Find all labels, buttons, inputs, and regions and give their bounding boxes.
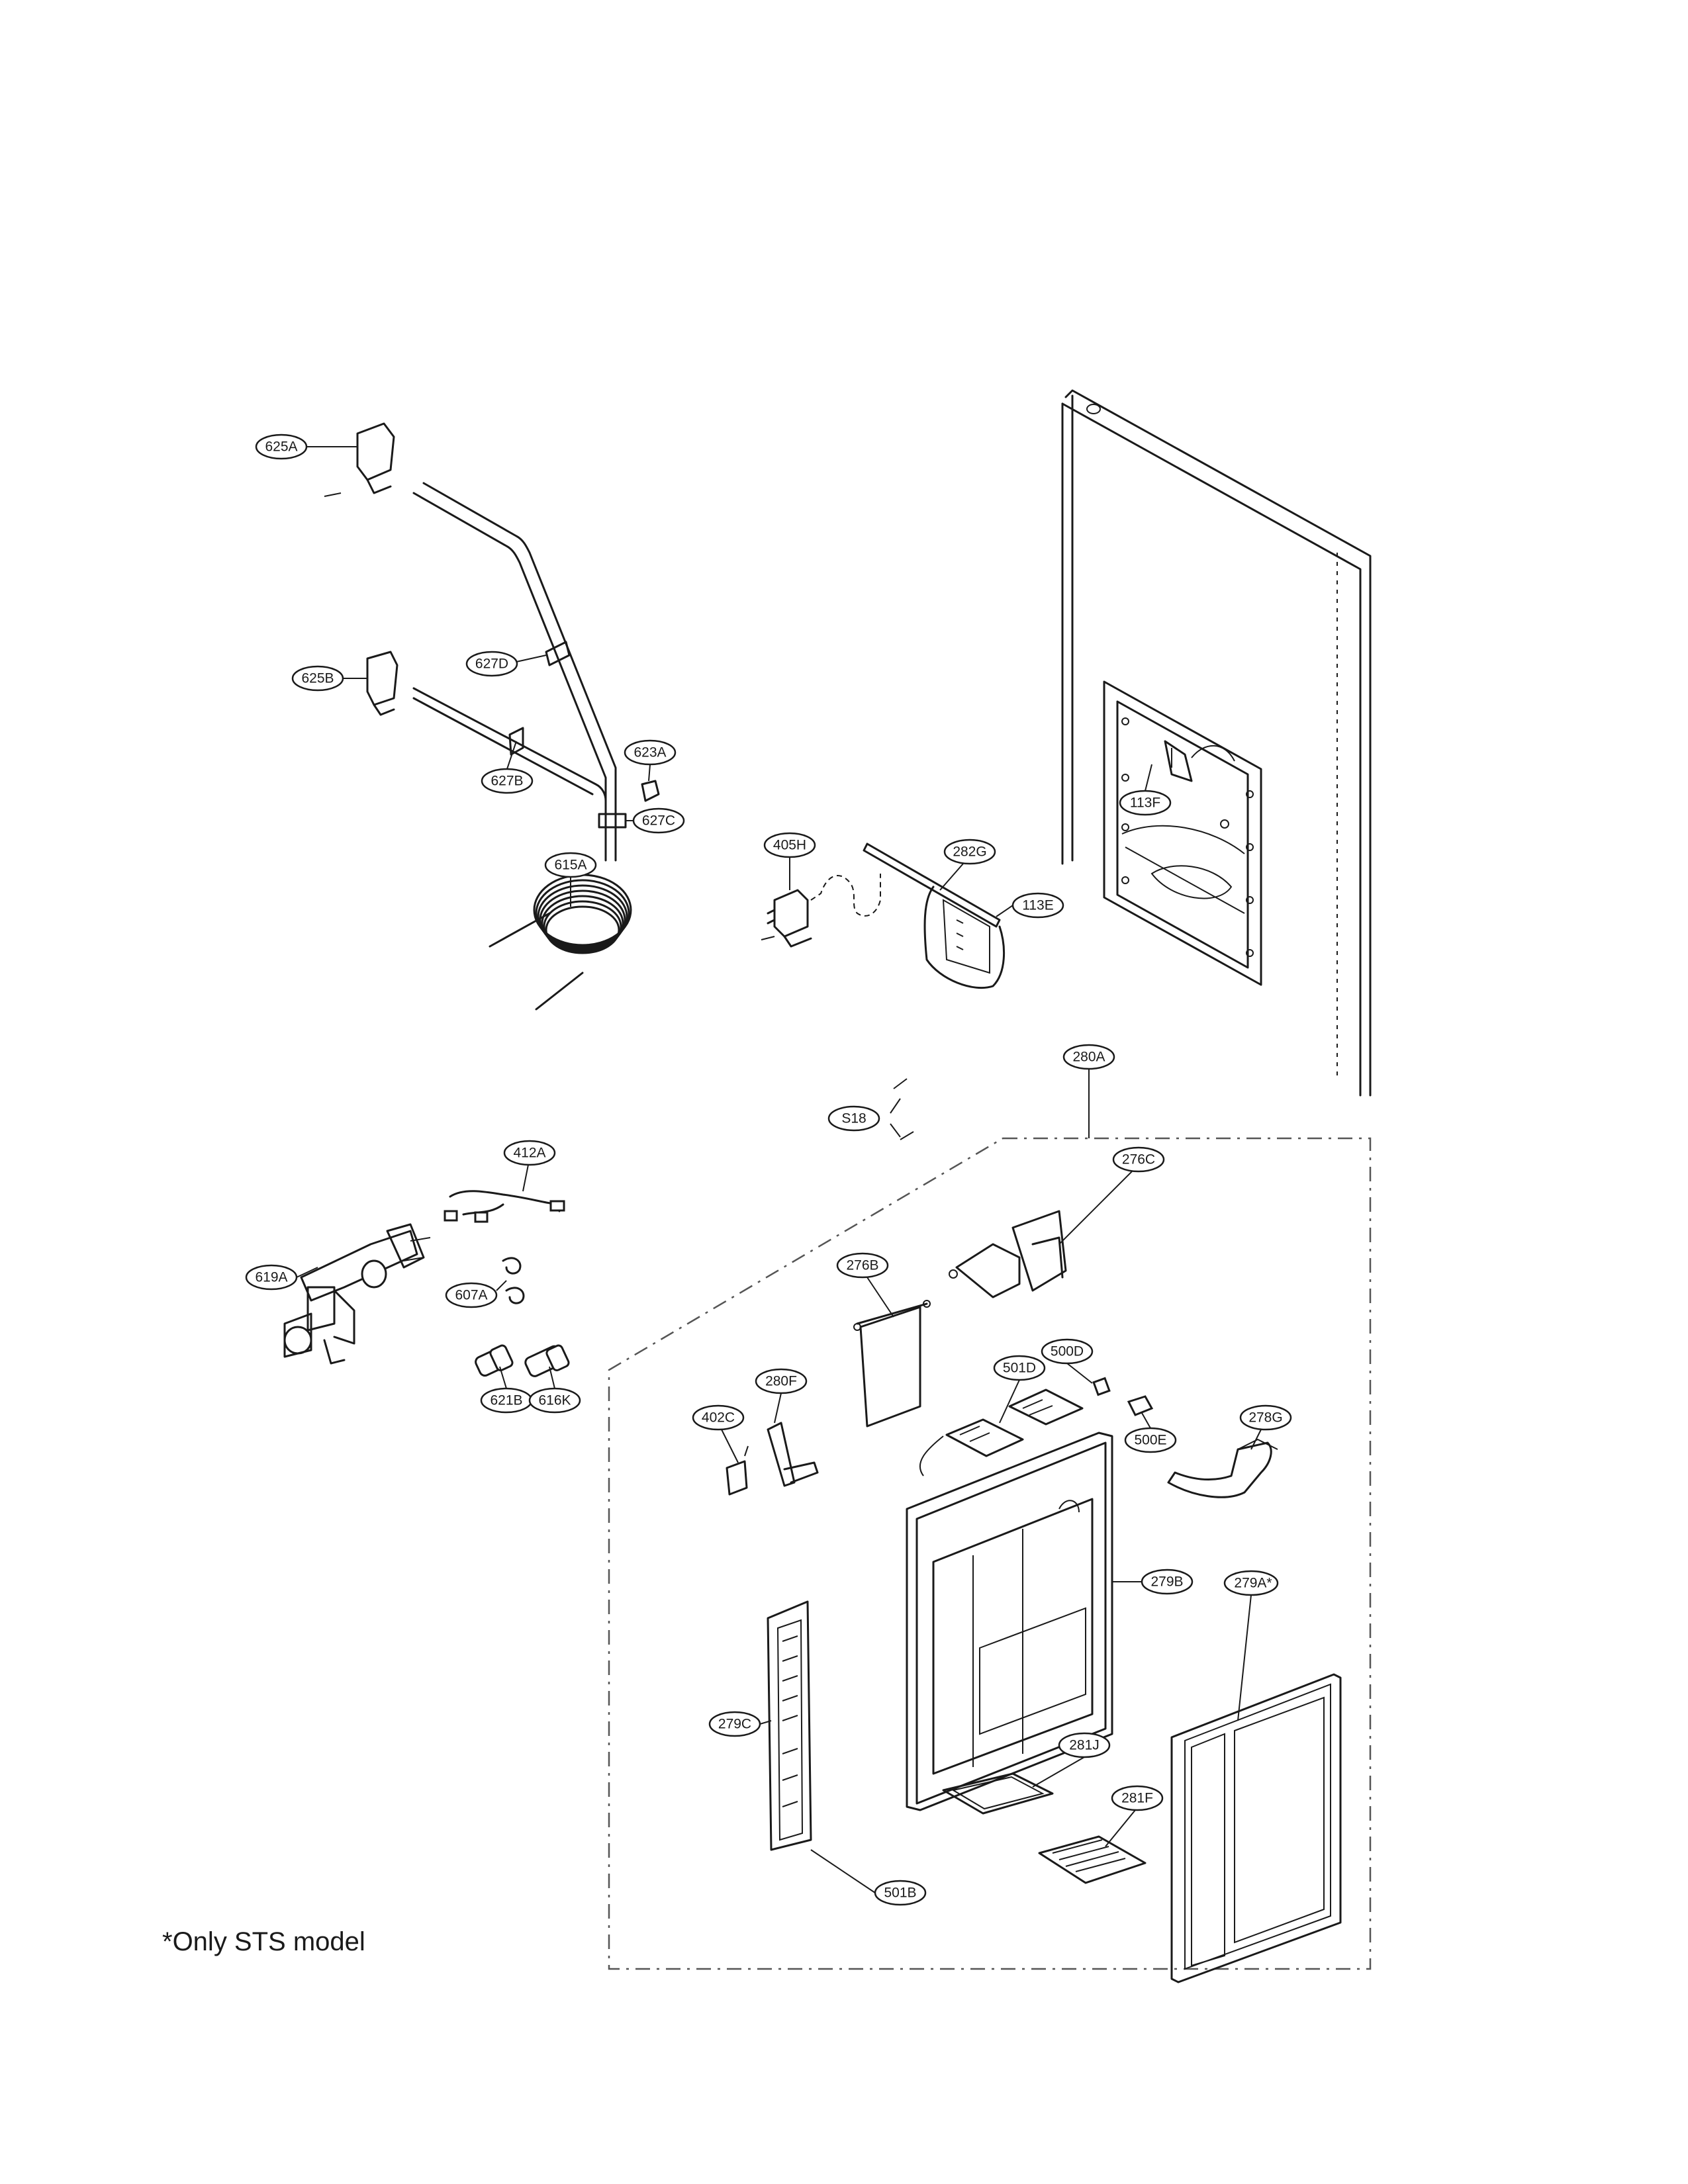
svg-text:S18: S18 (841, 1111, 866, 1126)
callout-621b: 621B (480, 1387, 533, 1414)
callout-276c: 276C (1112, 1146, 1165, 1173)
callout-500e: 500E (1124, 1427, 1177, 1453)
callout-627b: 627B (481, 768, 534, 794)
svg-text:279A*: 279A* (1234, 1576, 1272, 1591)
leader-lines (296, 446, 1262, 1893)
callout-619a: 619A (245, 1264, 298, 1291)
callout-113f: 113F (1119, 790, 1172, 816)
lever-280f (767, 1422, 819, 1487)
svg-text:280A: 280A (1072, 1050, 1105, 1065)
svg-text:279B: 279B (1150, 1574, 1183, 1590)
svg-text:281J: 281J (1069, 1738, 1100, 1753)
callout-627d: 627D (465, 651, 518, 677)
panel-279c (767, 1600, 812, 1851)
svg-text:282G: 282G (953, 844, 986, 860)
svg-text:619A: 619A (255, 1270, 287, 1285)
clips-607a (502, 1257, 525, 1304)
callout-279c: 279C (708, 1711, 761, 1737)
tray-281j (942, 1772, 1054, 1815)
svg-text:113E: 113E (1022, 898, 1054, 913)
bracket-625a (324, 422, 395, 497)
callout-402c: 402C (692, 1404, 745, 1431)
svg-text:621B: 621B (490, 1393, 522, 1408)
callout-276b: 276B (836, 1252, 889, 1279)
svg-text:623A: 623A (633, 745, 666, 760)
svg-text:615A: 615A (554, 858, 586, 873)
fitting-621b (475, 1344, 514, 1377)
callout-625b: 625B (291, 665, 344, 692)
svg-text:627C: 627C (642, 813, 675, 829)
callout-281j: 281J (1058, 1732, 1111, 1758)
switch-500e (1127, 1395, 1154, 1416)
svg-text:113F: 113F (1130, 796, 1160, 811)
frame-279b (906, 1432, 1113, 1811)
callout-616k: 616K (528, 1387, 581, 1414)
callout-501b: 501B (874, 1880, 927, 1906)
pcb-501d (919, 1418, 1024, 1477)
callout-s18: S18 (827, 1105, 880, 1132)
svg-text:279C: 279C (718, 1717, 751, 1732)
svg-text:280F: 280F (765, 1374, 797, 1389)
dispenser-recess (1103, 680, 1262, 986)
switch-402c (726, 1445, 749, 1496)
fitting-616k (524, 1344, 570, 1377)
svg-text:501B: 501B (884, 1886, 916, 1901)
svg-text:501D: 501D (1003, 1361, 1036, 1376)
callout-500d: 500D (1041, 1338, 1094, 1365)
clip-623a (641, 780, 660, 802)
harness-412a (444, 1190, 565, 1223)
footnote: *Only STS model (162, 1927, 365, 1956)
callout-623a: 623A (624, 739, 677, 766)
callout-279b: 279B (1141, 1569, 1194, 1595)
svg-text:276C: 276C (1122, 1152, 1155, 1167)
svg-text:412A: 412A (513, 1146, 545, 1161)
svg-text:402C: 402C (702, 1410, 735, 1426)
svg-text:627D: 627D (475, 657, 508, 672)
svg-text:627B: 627B (491, 774, 523, 789)
svg-text:278G: 278G (1248, 1410, 1282, 1426)
screws-s18 (893, 1078, 914, 1140)
callout-280a: 280A (1062, 1044, 1115, 1070)
callout-113e: 113E (1011, 892, 1064, 919)
callout-278g: 278G (1239, 1404, 1292, 1431)
svg-text:625B: 625B (301, 671, 334, 686)
svg-text:616K: 616K (538, 1393, 571, 1408)
callout-279a: 279A* (1223, 1570, 1279, 1596)
callout-280f: 280F (755, 1368, 808, 1394)
svg-text:625A: 625A (265, 439, 297, 455)
duct-278g (1167, 1438, 1278, 1498)
door-assembly (1061, 389, 1372, 1097)
svg-text:500D: 500D (1051, 1344, 1084, 1359)
grille-281f (1038, 1835, 1147, 1884)
flap-276b (853, 1300, 931, 1428)
callout-412a: 412A (503, 1140, 556, 1166)
bracket-276c (949, 1210, 1067, 1298)
callout-281f: 281F (1111, 1785, 1164, 1811)
callout-625a: 625A (255, 433, 308, 460)
panel-279a (1170, 1673, 1342, 1983)
callout-405h: 405H (763, 832, 816, 858)
bracket-625b (366, 651, 399, 716)
svg-text:500E: 500E (1134, 1433, 1166, 1448)
dispenser-assembly-boundary (608, 1137, 1372, 1970)
svg-text:276B: 276B (846, 1258, 878, 1273)
valve-619a (283, 1223, 431, 1365)
callout-627c: 627C (632, 807, 685, 834)
callout-615a: 615A (544, 852, 597, 878)
lever-282g (863, 842, 1006, 989)
switch-405h (761, 874, 881, 948)
svg-text:281F: 281F (1121, 1791, 1153, 1806)
callout-607a: 607A (445, 1282, 498, 1308)
pcb-500d (1008, 1377, 1111, 1426)
callout-501d: 501D (993, 1355, 1046, 1381)
callout-282g: 282G (943, 839, 996, 865)
svg-text:607A: 607A (455, 1288, 487, 1303)
water-tubes (412, 482, 627, 862)
svg-text:405H: 405H (773, 838, 806, 853)
coiled-tube-615a (489, 874, 632, 1011)
